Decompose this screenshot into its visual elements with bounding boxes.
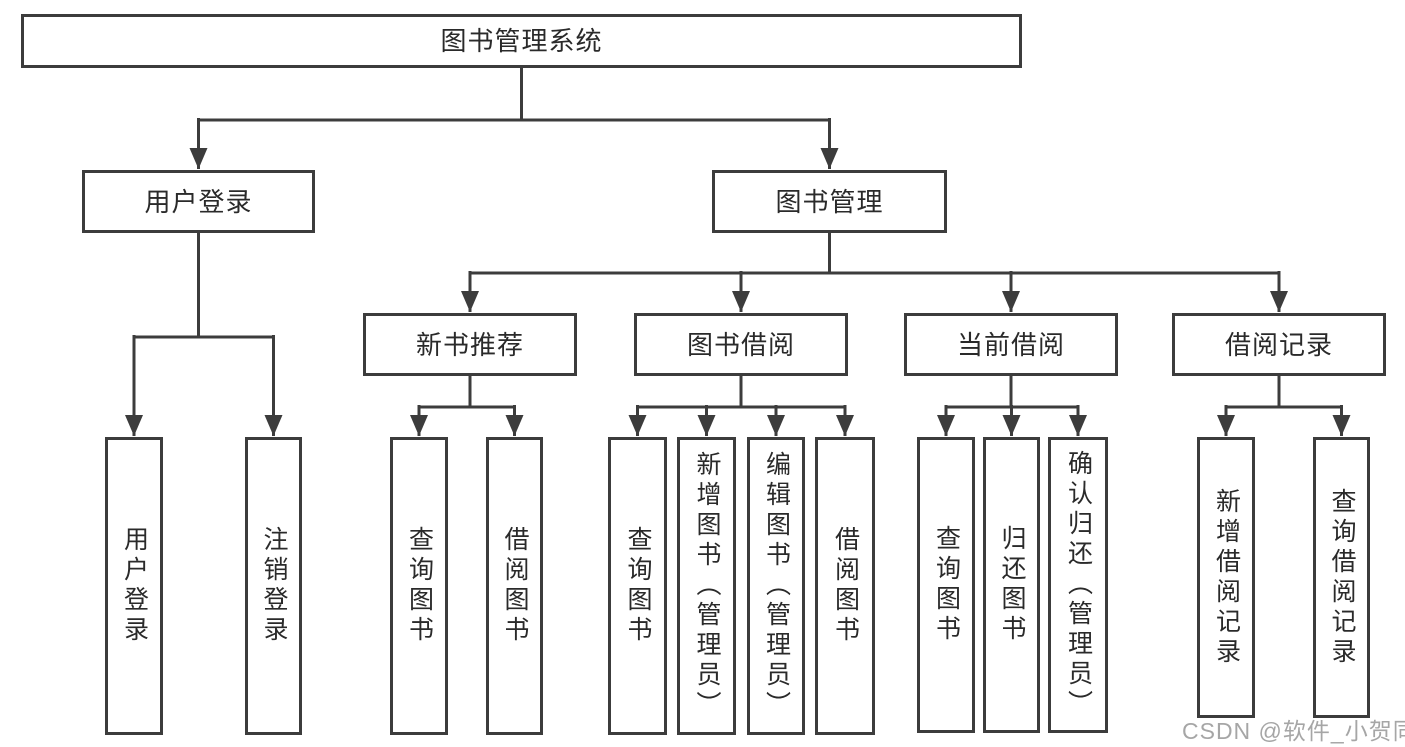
leaf-query-borrow-record: 查询借阅记录 <box>1313 437 1370 718</box>
leaf-logout: 注销登录 <box>245 437 302 735</box>
leaf-query-books-recommend: 查询图书 <box>390 437 448 735</box>
leaf-borrow-books-recommend: 借阅图书 <box>486 437 543 735</box>
node-borrow-records: 借阅记录 <box>1172 313 1386 376</box>
node-current-borrow: 当前借阅 <box>904 313 1118 376</box>
node-root: 图书管理系统 <box>21 14 1022 68</box>
leaf-add-books-admin: 新增图书（管理员） <box>677 437 736 735</box>
node-user-login: 用户登录 <box>82 170 315 233</box>
watermark-text: CSDN @软件_小贺同学 <box>1182 718 1405 744</box>
leaf-borrow-books-borrow: 借阅图书 <box>815 437 875 735</box>
leaf-query-books-borrow: 查询图书 <box>608 437 667 735</box>
leaf-add-borrow-record: 新增借阅记录 <box>1197 437 1255 718</box>
node-new-book-recommend: 新书推荐 <box>363 313 577 376</box>
leaf-confirm-return-admin: 确认归还（管理员） <box>1048 437 1108 733</box>
node-book-management: 图书管理 <box>712 170 947 233</box>
leaf-query-books-current: 查询图书 <box>917 437 975 733</box>
leaf-return-books: 归还图书 <box>983 437 1040 733</box>
node-book-borrow: 图书借阅 <box>634 313 848 376</box>
leaf-user-login: 用户登录 <box>105 437 163 735</box>
leaf-edit-books-admin: 编辑图书（管理员） <box>747 437 805 735</box>
